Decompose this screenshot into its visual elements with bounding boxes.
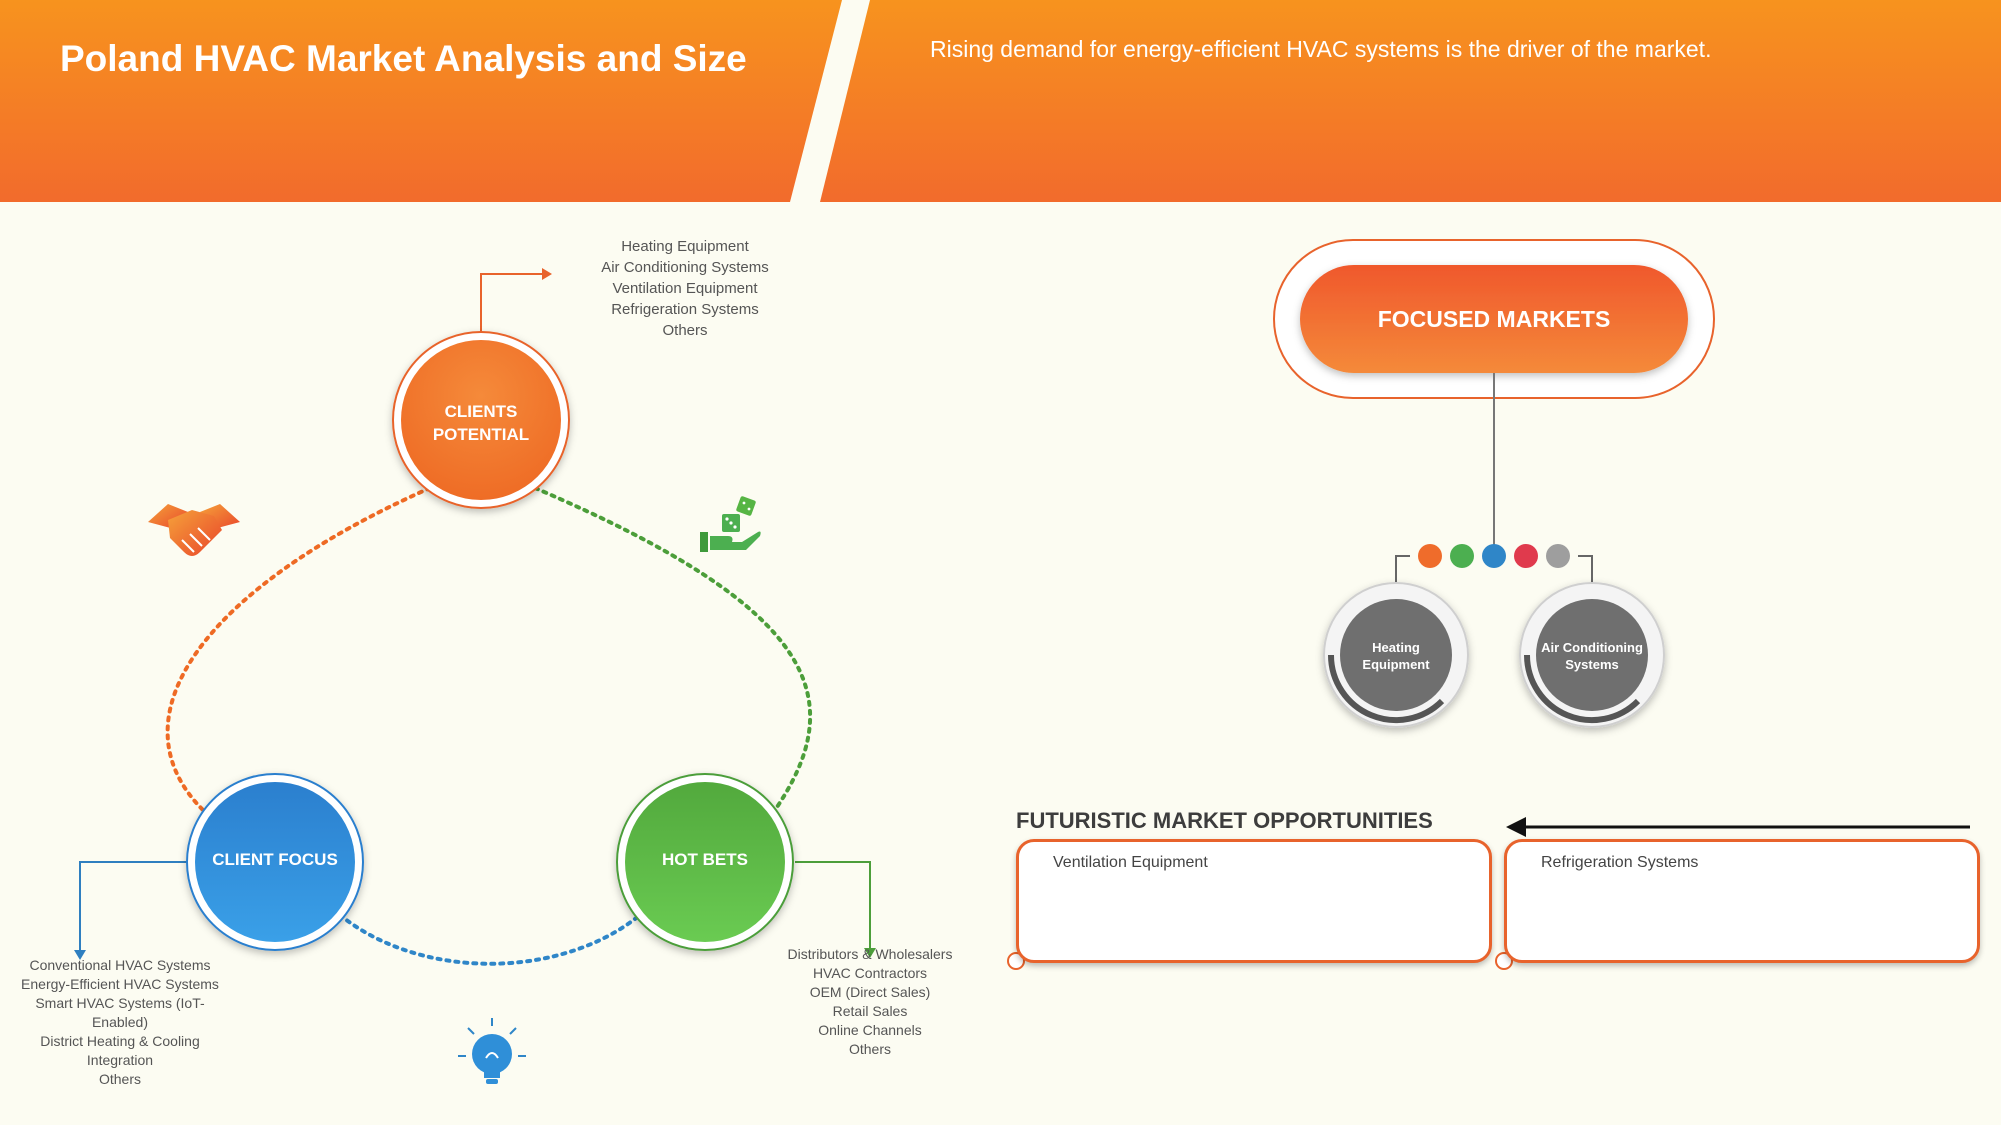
list-item: Retail Sales [832, 1003, 908, 1019]
opportunity-text: Ventilation Equipment [1053, 854, 1208, 871]
clients-potential-node [392, 331, 570, 509]
list-item: OEM (Direct Sales) [809, 984, 931, 1000]
list-item: HVAC Contractors [812, 965, 928, 981]
color-dot [1482, 544, 1506, 568]
focused-markets-title: FOCUSED MARKETS [1377, 305, 1611, 332]
market-node-heating [1323, 582, 1469, 728]
list-item: Online Channels [818, 1022, 922, 1038]
list-item: Energy-Efficient HVAC Systems [21, 976, 219, 992]
market-label-line: Air Conditioning [1541, 640, 1643, 655]
list-item: Heating Equipment [621, 238, 749, 255]
color-dot [1514, 544, 1538, 568]
market-label-line: Heating [1372, 640, 1420, 655]
color-dot [1418, 544, 1442, 568]
hot-bets-node [616, 773, 794, 951]
list-item: Others [662, 322, 708, 339]
opportunities-arrow [1506, 817, 1970, 837]
market-label-line: Systems [1565, 657, 1619, 672]
connector-orange-dotted [165, 486, 432, 814]
list-item: Distributors & Wholesalers [787, 946, 953, 962]
client-focus-label: CLIENT FOCUS [212, 850, 338, 869]
color-dot [1450, 544, 1474, 568]
opportunities-title: FUTURISTIC MARKET OPPORTUNITIES [1016, 808, 1433, 833]
list-item: Air Conditioning Systems [601, 259, 769, 276]
page-subtitle: Rising demand for energy-efficient HVAC … [930, 36, 1712, 62]
color-dot [1546, 544, 1570, 568]
market-branch-lines [1395, 555, 1593, 590]
list-item: Ventilation Equipment [612, 280, 758, 297]
clients-potential-arrow [480, 268, 552, 336]
opportunity-text: Refrigeration Systems [1541, 854, 1699, 871]
page-title: Poland HVAC Market Analysis and Size [60, 38, 747, 79]
market-label-line: Equipment [1362, 657, 1430, 672]
list-item: Conventional HVAC Systems [29, 957, 211, 973]
hot-bets-list: Distributors & Wholesalers HVAC Contract… [760, 945, 980, 1059]
clients-potential-list: Heating Equipment Air Conditioning Syste… [565, 236, 805, 341]
connector-green-dotted [533, 486, 813, 812]
dice-hand-icon [700, 496, 761, 552]
list-item: Refrigeration Systems [611, 301, 759, 318]
client-focus-arrow [74, 861, 190, 960]
list-item: Others [848, 1041, 891, 1057]
clients-potential-label-line1: CLIENTS [444, 402, 518, 421]
market-label-air-conditioning: Air Conditioning Systems [1536, 639, 1648, 673]
client-focus-list: Conventional HVAC Systems Energy-Efficie… [20, 956, 220, 1089]
hot-bets-label: HOT BETS [662, 850, 748, 869]
market-node-air-conditioning [1519, 582, 1665, 728]
list-item: Smart HVAC Systems (IoT-Enabled) [35, 995, 205, 1030]
handshake-icon [148, 504, 240, 556]
clients-potential-label: CLIENTS POTENTIAL [401, 400, 561, 446]
lightbulb-icon [458, 1018, 526, 1084]
header-banner [0, 0, 2001, 202]
focused-markets-pill [1273, 239, 1715, 399]
opportunity-card: Ventilation Equipment [1016, 839, 1492, 963]
color-dots [1418, 544, 1570, 568]
clients-potential-label-line2: POTENTIAL [432, 425, 530, 444]
opportunity-card: Refrigeration Systems [1504, 839, 1980, 963]
hot-bets-arrow [795, 861, 876, 958]
list-item: Others [98, 1071, 141, 1087]
client-focus-node [186, 773, 364, 951]
connector-blue-dotted [338, 913, 642, 966]
market-label-heating: Heating Equipment [1340, 639, 1452, 673]
list-item: District Heating & Cooling Integration [40, 1033, 200, 1068]
